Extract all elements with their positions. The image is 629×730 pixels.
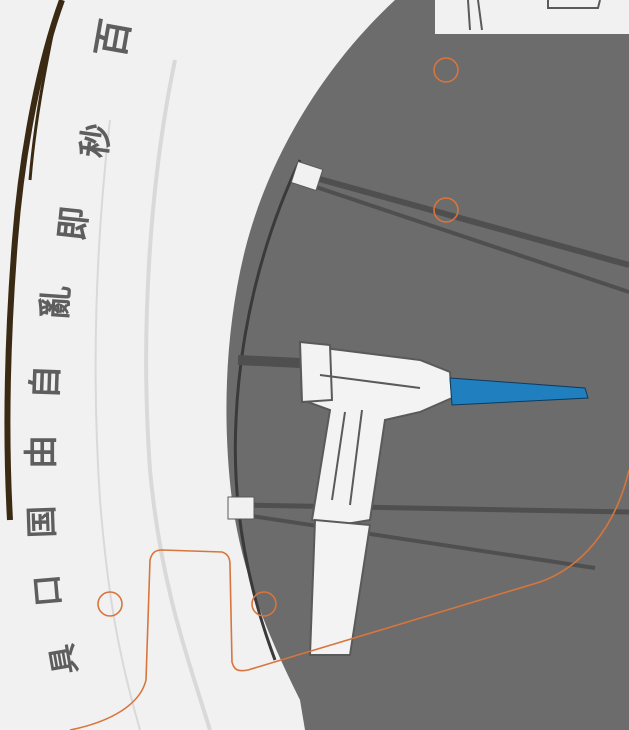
svg-text:秒: 秒 — [74, 121, 118, 160]
pump-head — [298, 340, 454, 656]
marker-circle — [251, 591, 277, 617]
tire-edge — [4, 0, 65, 521]
corner-panel — [435, 0, 629, 34]
overlay-markers — [97, 57, 459, 617]
svg-text:由: 由 — [22, 435, 62, 469]
marker-circle — [433, 57, 459, 83]
svg-text:亂: 亂 — [35, 284, 77, 321]
svg-text:具: 具 — [45, 641, 85, 677]
wheel-spokes — [237, 172, 629, 570]
svg-text:百: 百 — [87, 16, 138, 61]
tire — [0, 0, 395, 730]
pump-hose — [449, 377, 589, 406]
spoke-nipple — [290, 160, 324, 192]
svg-text:即: 即 — [53, 204, 96, 242]
tire-shadow — [144, 59, 212, 730]
svg-text:口: 口 — [27, 573, 68, 608]
svg-text:自: 自 — [26, 364, 67, 399]
rim-edge — [233, 159, 302, 661]
svg-text:国: 国 — [22, 505, 61, 538]
marker-circle — [97, 591, 123, 617]
marker-circle — [433, 197, 459, 223]
tire-edge — [28, 19, 57, 181]
spoke-nipple — [227, 496, 255, 520]
tire-shadow — [94, 119, 141, 730]
overlay-outline — [69, 469, 629, 730]
tire-tread-lettering: 百 秒 即 亂 自 由 国 口 具 — [22, 16, 138, 677]
